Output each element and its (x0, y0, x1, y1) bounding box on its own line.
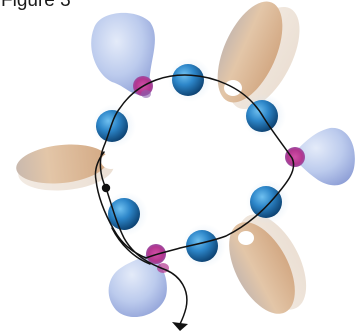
blue-sphere-left (104, 192, 148, 236)
figure-label: Figure 3 (1, 0, 71, 11)
start-point-dot (101, 183, 111, 193)
magenta-orbital-bottom (108, 244, 169, 318)
tan-lobe-lower-right (229, 214, 307, 314)
blue-sphere-upper-right (242, 94, 286, 138)
blue-sphere-bottom (182, 224, 226, 268)
blue-sphere-top (168, 58, 212, 102)
magenta-orbital-right (285, 127, 355, 186)
reaction-path (94, 74, 295, 325)
blue-sphere-upper-left (92, 104, 136, 148)
magenta-orbital-top-left (91, 12, 155, 98)
tan-lobe-left (16, 144, 121, 191)
end-arrow-icon (172, 322, 188, 331)
